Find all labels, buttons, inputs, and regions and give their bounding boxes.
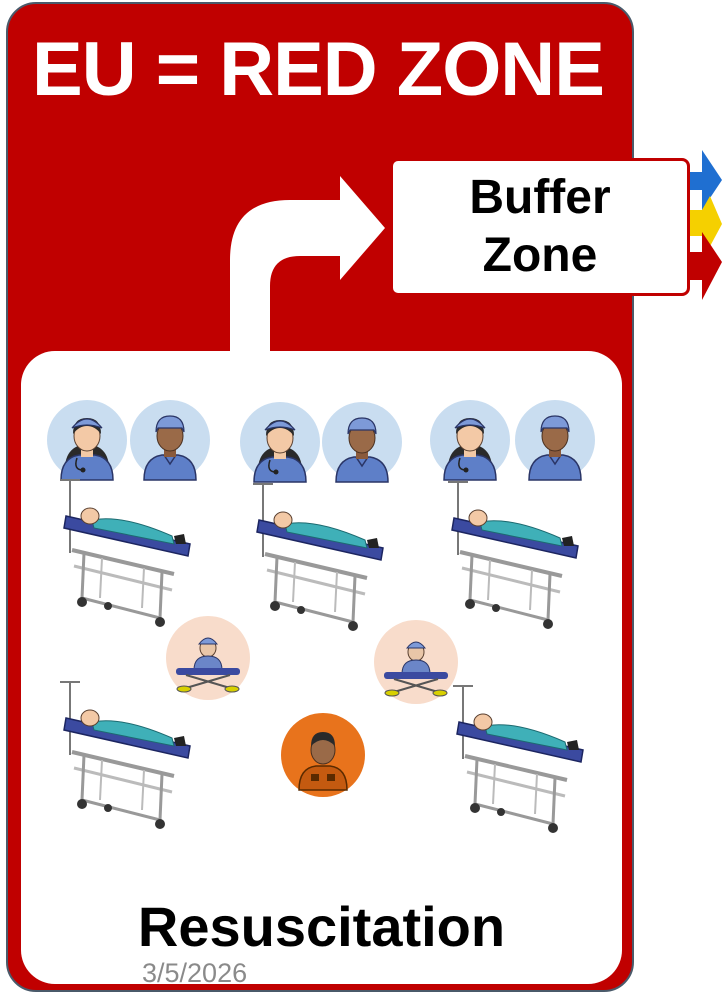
- footer-date: 3/5/2026: [142, 958, 248, 988]
- staff-group: [240, 402, 402, 483]
- zone-title: EU = RED ZONE: [32, 27, 605, 112]
- stretcher-icon: [451, 684, 585, 835]
- curved-arrow-icon: [230, 176, 385, 360]
- stretcher-icon: [58, 680, 192, 831]
- staff-group: [47, 400, 210, 481]
- stretcher-icon: [446, 480, 580, 631]
- staff-group: [430, 400, 595, 481]
- stretcher-icon: [58, 478, 192, 629]
- buffer-zone-box: Buffer Zone: [390, 158, 690, 296]
- resuscitation-label: Resuscitation: [137, 895, 506, 958]
- stretcher-icon: [251, 482, 385, 633]
- exit-arrow-yellow: [690, 196, 722, 250]
- exit-arrow-red: [690, 232, 722, 300]
- exit-arrow-blue: [690, 150, 722, 210]
- buffer-zone-label: Buffer Zone: [469, 171, 611, 282]
